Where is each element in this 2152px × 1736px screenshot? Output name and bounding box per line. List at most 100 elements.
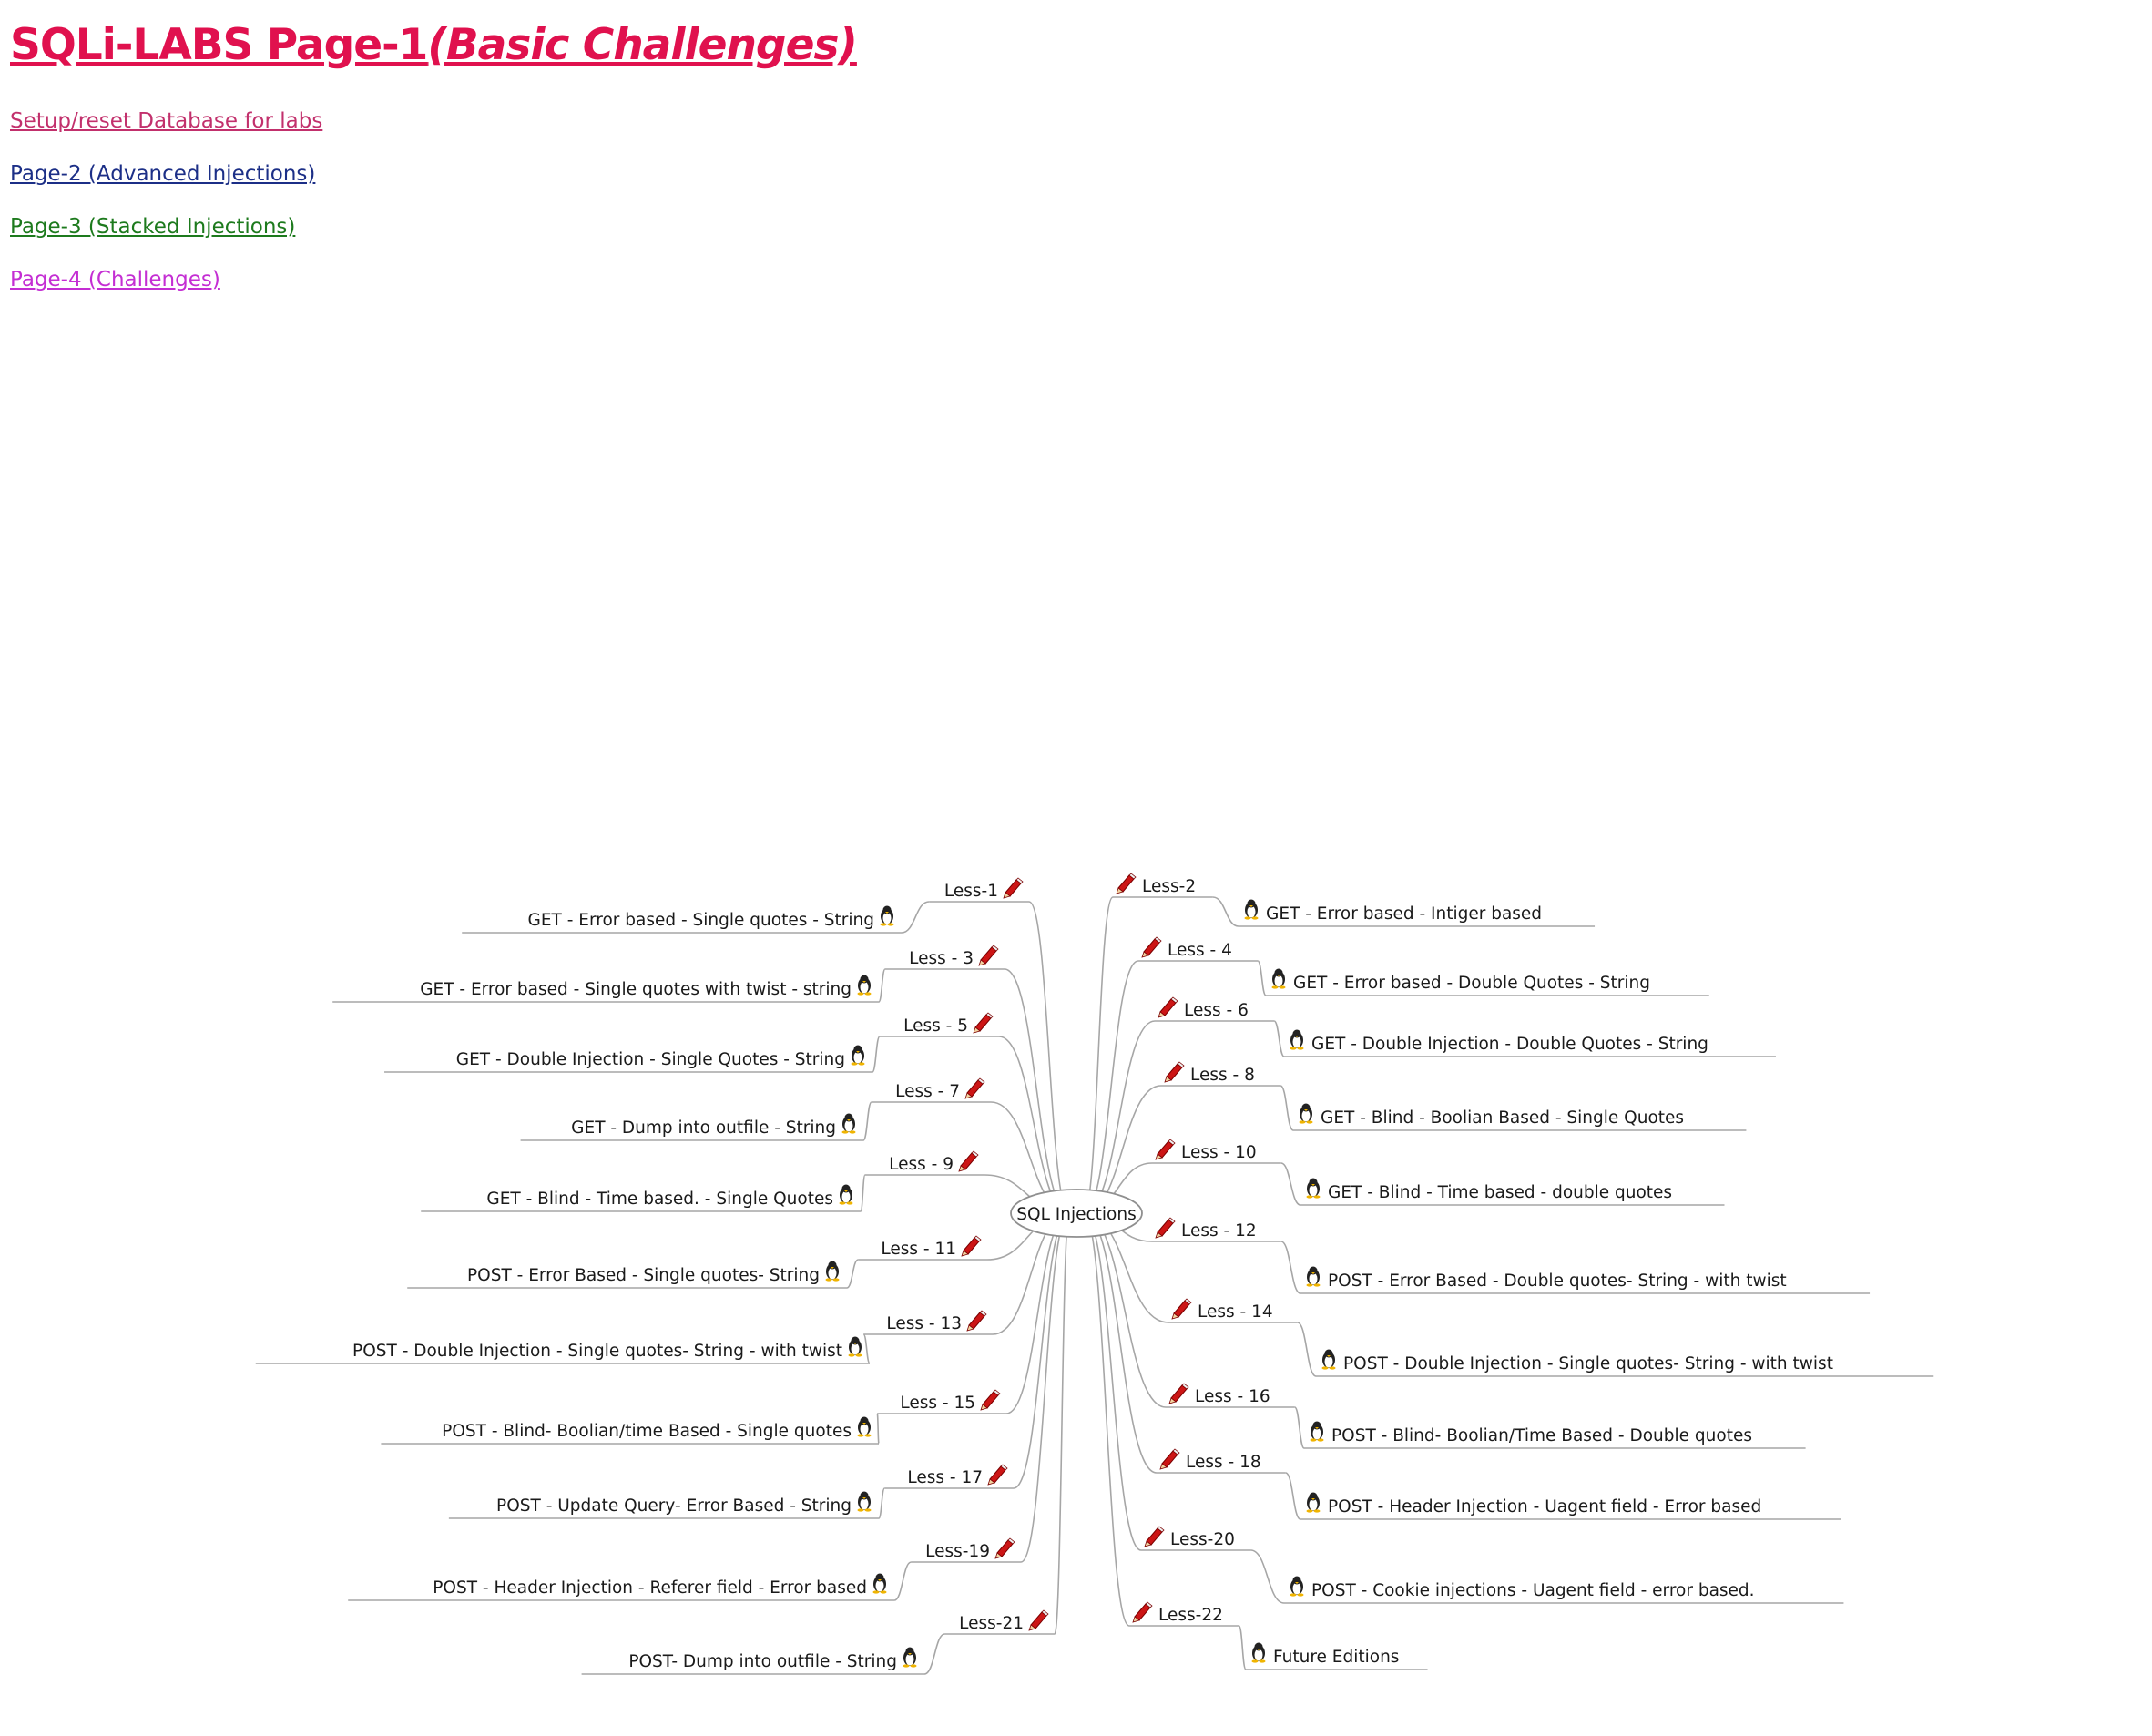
lesson-label[interactable]: Less - 5: [903, 1016, 968, 1036]
challenge-connector: [878, 968, 886, 1003]
challenge-label[interactable]: POST - Double Injection - Single quotes-…: [352, 1342, 842, 1361]
page-4-link[interactable]: Page-4 (Challenges): [10, 268, 220, 291]
tux-icon: [1290, 1576, 1304, 1597]
challenge-label[interactable]: GET - Double Injection - Double Quotes -…: [1311, 1035, 1708, 1054]
tux-icon: [848, 1336, 862, 1357]
pencil-icon: [1141, 936, 1162, 958]
challenge-connector: [846, 1259, 859, 1289]
tux-icon: [1321, 1349, 1336, 1370]
challenge-label[interactable]: POST - Blind- Boolian/Time Based - Doubl…: [1331, 1426, 1752, 1445]
page-title-main[interactable]: SQLi-LABS Page-1: [10, 20, 428, 70]
challenge-label[interactable]: POST - Header Injection - Referer field …: [433, 1578, 867, 1598]
challenge-connector: [876, 1413, 880, 1445]
challenge-connector: [1212, 896, 1239, 927]
challenge-label[interactable]: GET - Dump into outfile - String: [571, 1118, 836, 1138]
challenge-label[interactable]: POST - Header Injection - Uagent field -…: [1328, 1497, 1761, 1516]
challenge-label[interactable]: POST - Blind- Boolian/time Based - Singl…: [442, 1422, 852, 1441]
pencil-icon: [961, 1235, 982, 1257]
pencil-icon: [1155, 1139, 1176, 1160]
pencil-icon: [973, 1012, 994, 1034]
challenge-connector: [1280, 1085, 1294, 1131]
pencil-icon: [1158, 996, 1178, 1018]
setup-reset-db-link[interactable]: Setup/reset Database for labs: [10, 109, 323, 133]
page-3-link[interactable]: Page-3 (Stacked Injections): [10, 215, 296, 239]
pencil-icon: [1159, 1448, 1180, 1470]
pencil-icon: [1116, 873, 1137, 894]
pencil-icon: [980, 1389, 1001, 1411]
pencil-icon: [1171, 1298, 1192, 1320]
lesson-label[interactable]: Less - 9: [889, 1155, 954, 1174]
tux-icon: [872, 1573, 887, 1594]
challenge-label[interactable]: GET - Error based - Single quotes with t…: [420, 980, 852, 999]
challenge-connector: [1280, 1241, 1301, 1294]
challenge-label[interactable]: Future Editions: [1273, 1648, 1399, 1667]
lesson-label[interactable]: Less-2: [1142, 877, 1196, 896]
challenge-connector: [1293, 1406, 1305, 1449]
challenge-connector: [862, 1333, 871, 1364]
branch-connector: [1028, 901, 1070, 1214]
challenge-connector: [1257, 960, 1267, 996]
challenge-label[interactable]: POST - Error Based - Single quotes- Stri…: [467, 1266, 820, 1285]
challenge-label[interactable]: POST - Double Injection - Single quotes-…: [1343, 1354, 1833, 1373]
challenge-label[interactable]: POST - Update Query- Error Based - Strin…: [496, 1496, 852, 1516]
pencil-icon: [1132, 1601, 1153, 1623]
tux-icon: [1310, 1421, 1324, 1442]
page-title-sub[interactable]: (Basic Challenges): [427, 20, 858, 70]
pencil-icon: [958, 1150, 979, 1172]
branch-connector: [1054, 1212, 1070, 1635]
lesson-label[interactable]: Less-20: [1170, 1530, 1235, 1549]
pencil-icon: [1003, 877, 1024, 899]
tux-icon: [903, 1647, 917, 1668]
branch-connector: [998, 1036, 1070, 1214]
center-node: [1010, 1189, 1143, 1238]
challenge-connector: [1297, 1322, 1317, 1377]
lesson-label[interactable]: Less - 8: [1190, 1066, 1255, 1085]
lesson-label[interactable]: Less-1: [944, 882, 998, 901]
challenge-label[interactable]: POST - Error Based - Double quotes- Stri…: [1328, 1271, 1787, 1291]
challenge-label[interactable]: GET - Blind - Boolian Based - Single Quo…: [1321, 1108, 1684, 1128]
challenge-label[interactable]: GET - Error based - Double Quotes - Stri…: [1293, 974, 1650, 993]
challenge-connector: [872, 1036, 881, 1073]
lesson-label[interactable]: Less - 18: [1186, 1453, 1261, 1472]
lesson-label[interactable]: Less - 16: [1195, 1387, 1270, 1406]
challenge-label[interactable]: GET - Error based - Single quotes - Stri…: [528, 911, 874, 930]
lesson-label[interactable]: Less - 4: [1168, 941, 1232, 960]
challenge-connector: [878, 1487, 886, 1519]
lesson-label[interactable]: Less - 11: [881, 1240, 956, 1259]
branch-connector: [1083, 896, 1114, 1214]
challenge-connector: [1280, 1162, 1301, 1206]
page-2-link[interactable]: Page-2 (Advanced Injections): [10, 162, 316, 186]
lesson-label[interactable]: Less - 3: [909, 949, 974, 968]
lesson-label[interactable]: Less - 14: [1198, 1302, 1273, 1322]
lesson-label[interactable]: Less - 15: [900, 1394, 975, 1413]
tux-icon: [1244, 899, 1259, 920]
challenge-connector: [862, 1101, 872, 1141]
lesson-label[interactable]: Less - 10: [1181, 1143, 1257, 1162]
challenge-label[interactable]: POST - Cookie injections - Uagent field …: [1311, 1581, 1755, 1600]
tux-icon: [857, 975, 872, 996]
tux-icon: [857, 1491, 872, 1512]
challenge-label[interactable]: POST- Dump into outfile - String: [628, 1652, 897, 1671]
branch-connector: [1083, 1212, 1130, 1627]
lesson-label[interactable]: Less-21: [959, 1614, 1024, 1633]
challenge-connector: [1250, 1549, 1285, 1604]
tux-icon: [825, 1261, 840, 1282]
lesson-label[interactable]: Less - 17: [907, 1468, 983, 1487]
lesson-label[interactable]: Less-19: [925, 1542, 990, 1561]
lesson-label[interactable]: Less - 6: [1184, 1001, 1249, 1020]
challenge-label[interactable]: GET - Error based - Intiger based: [1266, 904, 1542, 924]
challenge-label[interactable]: GET - Blind - Time based - double quotes: [1328, 1183, 1672, 1202]
lesson-label[interactable]: Less - 7: [895, 1082, 960, 1101]
challenge-label[interactable]: GET - Double Injection - Single Quotes -…: [456, 1050, 845, 1069]
pencil-icon: [966, 1310, 987, 1332]
page-title[interactable]: SQLi-LABS Page-1(Basic Challenges): [10, 20, 858, 70]
challenge-label[interactable]: GET - Blind - Time based. - Single Quote…: [486, 1190, 833, 1209]
pencil-icon: [1164, 1061, 1185, 1083]
lesson-label[interactable]: Less - 12: [1181, 1221, 1257, 1241]
challenge-connector: [893, 1561, 912, 1601]
branch-connector: [1083, 1020, 1156, 1214]
lesson-label[interactable]: Less - 13: [886, 1314, 962, 1333]
center-node-label: SQL Injections: [1016, 1205, 1136, 1224]
lesson-label[interactable]: Less-22: [1158, 1606, 1223, 1625]
pencil-icon: [1144, 1526, 1165, 1547]
